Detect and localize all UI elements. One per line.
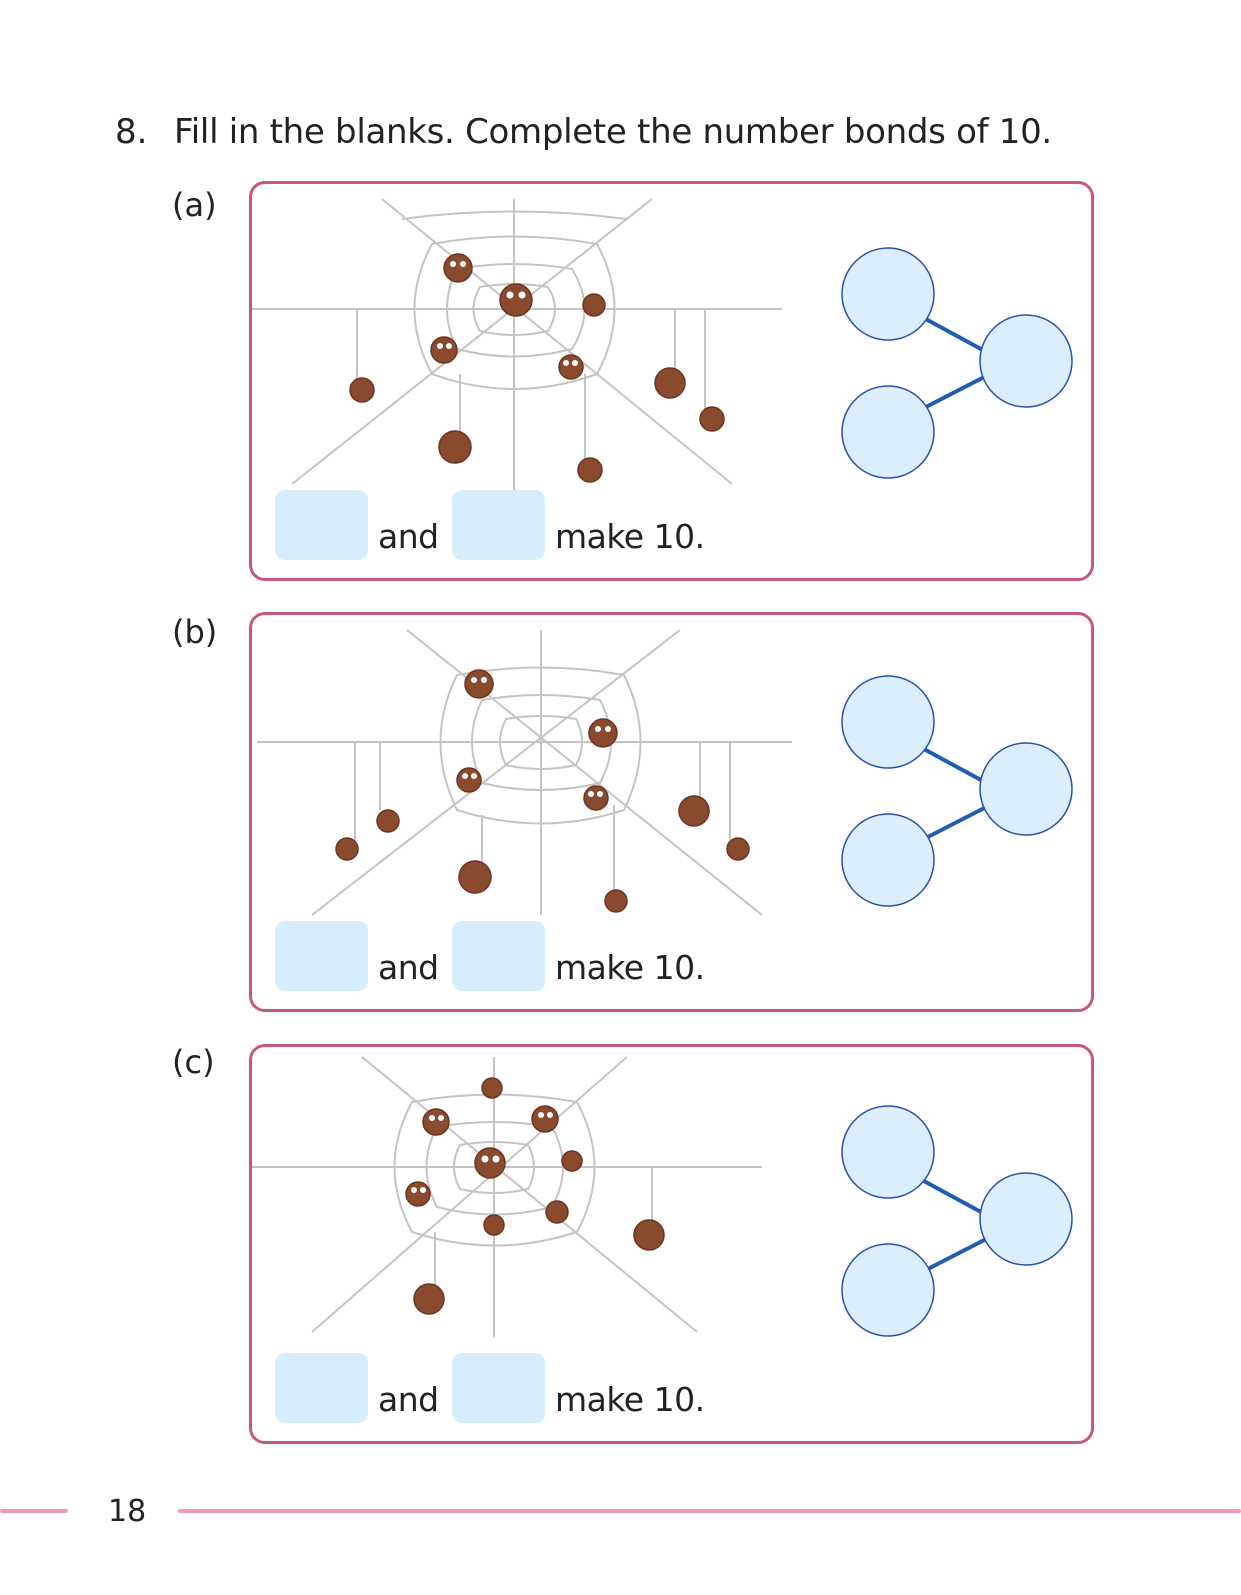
number-bond-a <box>841 247 1073 479</box>
spider-icon <box>413 1283 445 1315</box>
spider-web-illustration-c <box>252 1056 762 1337</box>
question-instruction: Fill in the blanks. Complete the number … <box>174 112 1052 152</box>
spider-icon <box>464 669 494 699</box>
spider-icon <box>443 253 473 283</box>
footer-rule-right <box>178 1509 1241 1513</box>
spider-icon <box>545 1200 569 1224</box>
bond-part-top[interactable] <box>841 1105 935 1199</box>
spider-icon <box>376 809 400 833</box>
answer-box-first[interactable] <box>275 490 368 560</box>
spider-icon <box>474 1147 506 1179</box>
make-ten-text: make 10. <box>555 1380 705 1419</box>
bond-part-top[interactable] <box>841 675 935 769</box>
spider-icon <box>405 1181 431 1207</box>
spider-icon <box>577 457 603 483</box>
part-a-card: and make 10. <box>249 181 1094 581</box>
bond-part-bottom[interactable] <box>841 813 935 907</box>
spider-icon <box>583 785 609 811</box>
spider-icon <box>430 336 458 364</box>
part-label-a: (a) <box>172 186 217 224</box>
question-number: 8. <box>115 112 148 152</box>
spider-icon <box>588 718 618 748</box>
bond-whole[interactable] <box>979 742 1073 836</box>
make-ten-text: make 10. <box>555 517 705 556</box>
answer-box-first[interactable] <box>275 921 368 991</box>
number-bond-b <box>841 675 1073 907</box>
part-label-c: (c) <box>172 1043 215 1081</box>
spider-icon <box>633 1219 665 1251</box>
spider-icon <box>349 377 375 403</box>
and-text: and <box>378 1380 439 1419</box>
spider-icon <box>499 283 533 317</box>
spider-icon <box>699 406 725 432</box>
spider-icon <box>483 1214 505 1236</box>
bond-whole[interactable] <box>979 1172 1073 1266</box>
bond-part-top[interactable] <box>841 247 935 341</box>
and-text: and <box>378 948 439 987</box>
spider-icon <box>456 767 482 793</box>
part-b-card: and make 10. <box>249 612 1094 1012</box>
spider-icon <box>582 293 606 317</box>
spider-icon <box>438 430 472 464</box>
bond-part-bottom[interactable] <box>841 1243 935 1337</box>
and-text: and <box>378 517 439 556</box>
part-c-card: and make 10. <box>249 1044 1094 1444</box>
number-bond-c <box>841 1105 1073 1337</box>
spider-icon <box>422 1108 450 1136</box>
spider-icon <box>561 1150 583 1172</box>
spider-icon <box>481 1077 503 1099</box>
page-number: 18 <box>108 1494 147 1529</box>
spider-icon <box>335 837 359 861</box>
bond-whole[interactable] <box>979 314 1073 408</box>
spider-icon <box>604 889 628 913</box>
spider-icon <box>654 367 686 399</box>
spider-icon <box>558 354 584 380</box>
spider-icon <box>531 1105 559 1133</box>
spider-icon <box>458 860 492 894</box>
spider-icon <box>726 837 750 861</box>
answer-box-second[interactable] <box>452 490 545 560</box>
answer-box-first[interactable] <box>275 1353 368 1423</box>
make-ten-text: make 10. <box>555 948 705 987</box>
spider-icon <box>678 795 710 827</box>
spider-web-illustration-a <box>252 198 782 494</box>
answer-box-second[interactable] <box>452 921 545 991</box>
answer-box-second[interactable] <box>452 1353 545 1423</box>
spider-web-illustration-b <box>257 629 792 916</box>
part-label-b: (b) <box>172 613 218 651</box>
bond-part-bottom[interactable] <box>841 385 935 479</box>
footer-rule-left <box>0 1509 68 1513</box>
